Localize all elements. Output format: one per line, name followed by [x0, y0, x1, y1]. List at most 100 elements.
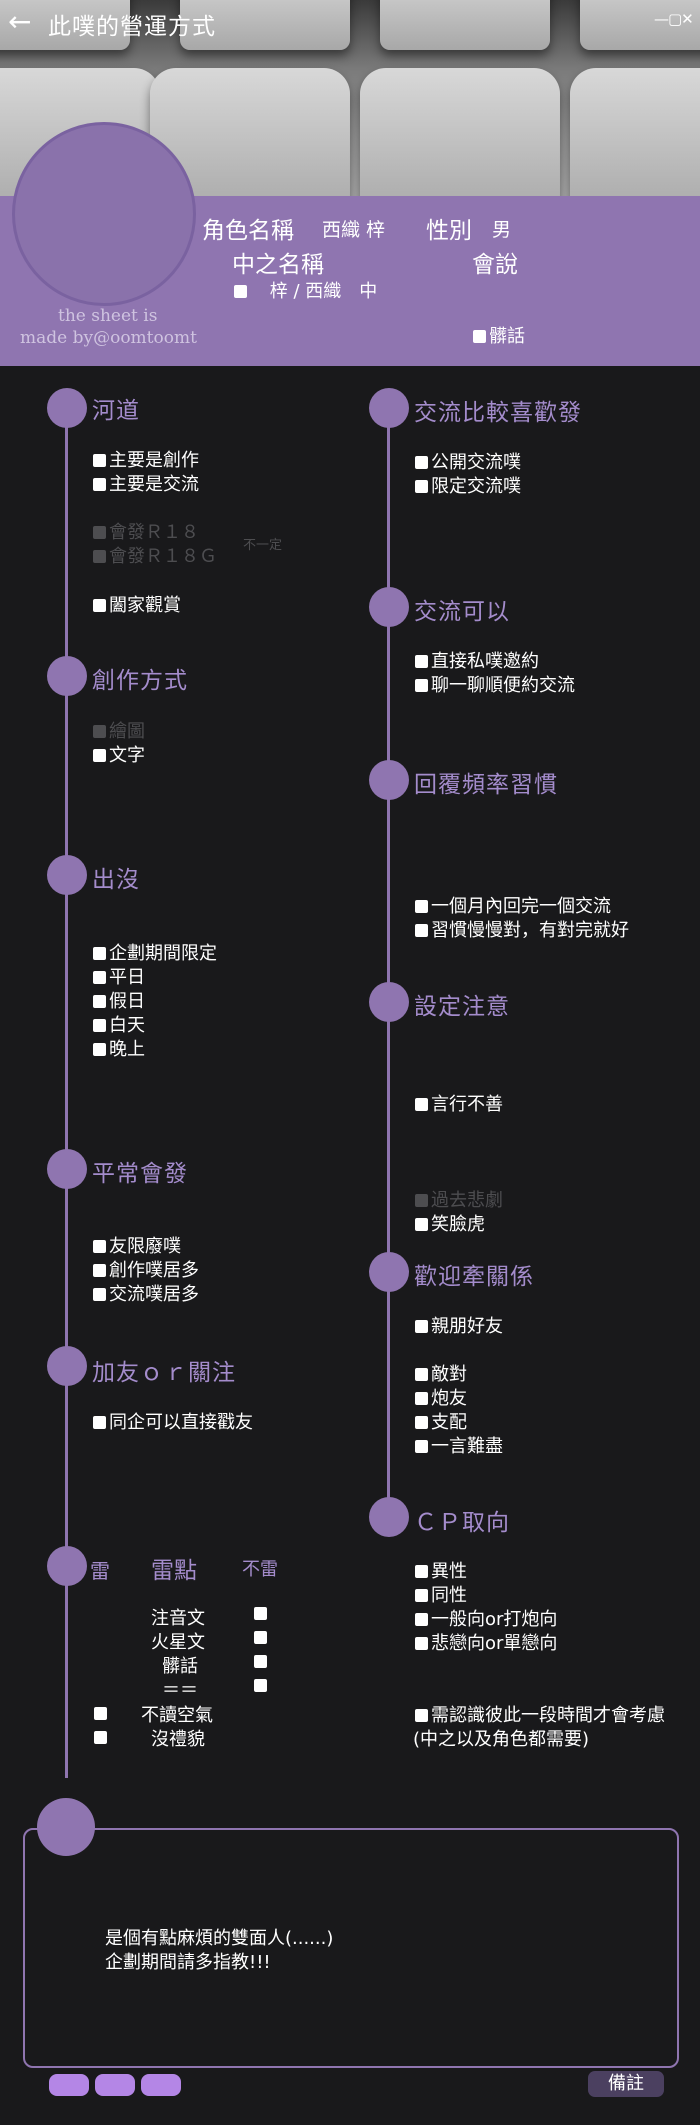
section-title-friend: 加友ｏｒ關注 — [92, 1360, 236, 1386]
checkbox[interactable] — [415, 1098, 428, 1111]
checkbox[interactable] — [93, 1240, 106, 1253]
list-item: 企劃期間限定 — [93, 939, 217, 965]
list-item-dim: 過去悲劇 — [415, 1186, 503, 1212]
checkbox[interactable] — [93, 1288, 106, 1301]
checkbox[interactable] — [415, 1392, 428, 1405]
checkbox[interactable] — [93, 971, 106, 984]
mid-name-label: 中之名稱 — [232, 252, 324, 278]
checkbox[interactable] — [93, 1043, 106, 1056]
mines-row-label: ＝＝ — [162, 1680, 198, 1701]
list-item: 言行不善 — [415, 1090, 503, 1116]
list-item: 主要是創作 — [93, 446, 199, 472]
mines-row-label: 髒話 — [162, 1656, 198, 1677]
list-item: 晚上 — [93, 1035, 145, 1061]
checkbox[interactable] — [254, 1607, 267, 1620]
checkbox[interactable] — [415, 1440, 428, 1453]
checkbox[interactable] — [93, 1264, 106, 1277]
checkbox[interactable] — [93, 749, 106, 762]
mines-row-label: 沒禮貌 — [151, 1729, 205, 1750]
checkbox[interactable] — [93, 725, 106, 738]
checkbox[interactable] — [415, 655, 428, 668]
section-node — [369, 1252, 409, 1292]
checkbox[interactable] — [93, 947, 106, 960]
checkbox[interactable] — [94, 1731, 107, 1744]
section-title-river: 河道 — [92, 398, 140, 424]
checkbox[interactable] — [93, 454, 106, 467]
section-title-usual: 平常會發 — [92, 1161, 188, 1187]
checkbox[interactable] — [415, 1218, 428, 1231]
checkbox[interactable] — [415, 1709, 428, 1722]
mines-column-points: 雷點 — [151, 1558, 197, 1584]
section-node — [369, 388, 409, 428]
checkbox[interactable] — [93, 995, 106, 1008]
credit-line-2: made by@oomtoomt — [20, 328, 197, 348]
checkbox[interactable] — [93, 1416, 106, 1429]
top-bar: ← 此噗的營運方式 —▢✕ — [0, 0, 700, 46]
section-title-appear: 出沒 — [92, 867, 140, 893]
checkbox[interactable] — [234, 285, 247, 298]
checkbox[interactable] — [415, 924, 428, 937]
list-item-dim: 會發Ｒ１８ — [93, 518, 199, 544]
section-node — [369, 982, 409, 1022]
list-item: 一般向or打炮向 — [415, 1605, 557, 1631]
checkbox[interactable] — [93, 550, 106, 563]
checkbox[interactable] — [415, 1637, 428, 1650]
gender-value: 男 — [492, 219, 512, 241]
checkbox[interactable] — [415, 900, 428, 913]
cp-note-line: (中之以及角色都需要) — [413, 1729, 590, 1750]
list-item: 平日 — [93, 963, 145, 989]
name-value: 西織 梓 — [322, 219, 386, 241]
window-controls-icon[interactable]: —▢✕ — [654, 10, 694, 28]
list-item: 同性 — [415, 1581, 467, 1607]
list-item: 支配 — [415, 1408, 467, 1434]
list-item: 親朋好友 — [415, 1312, 503, 1338]
list-item: 笑臉虎 — [415, 1210, 485, 1236]
checkbox[interactable] — [93, 599, 106, 612]
checkbox[interactable] — [415, 480, 428, 493]
not-sure-note: 不一定 — [243, 538, 283, 553]
page-tab-2[interactable] — [95, 2074, 135, 2096]
section-title-settings: 設定注意 — [414, 994, 510, 1020]
mines-row-label: 火星文 — [151, 1632, 205, 1653]
checkbox[interactable] — [415, 679, 428, 692]
list-item: 直接私噗邀約 — [415, 647, 539, 673]
section-title-mines: 雷 — [90, 1559, 110, 1583]
list-item: 闔家觀賞 — [93, 591, 181, 617]
page-tab-1[interactable] — [49, 2074, 89, 2096]
list-item: 一個月內回完一個交流 — [415, 892, 611, 918]
checkbox[interactable] — [415, 1320, 428, 1333]
list-item: 創作噗居多 — [93, 1256, 199, 1282]
checkbox[interactable] — [254, 1655, 267, 1668]
checkbox[interactable] — [94, 1707, 107, 1720]
mines-row-label: 不讀空氣 — [141, 1705, 213, 1726]
checkbox[interactable] — [415, 1565, 428, 1578]
right-timeline — [387, 408, 390, 1520]
list-item: 交流噗居多 — [93, 1280, 199, 1306]
checkbox[interactable] — [415, 456, 428, 469]
section-title-prefer: 交流比較喜歡發 — [414, 400, 582, 426]
checkbox[interactable] — [93, 1019, 106, 1032]
remark-button[interactable]: 備註 — [588, 2071, 664, 2097]
checkbox[interactable] — [415, 1194, 428, 1207]
checkbox[interactable] — [254, 1631, 267, 1644]
section-title-can: 交流可以 — [414, 599, 510, 625]
checkbox[interactable] — [254, 1679, 267, 1692]
list-item: 公開交流噗 — [415, 448, 521, 474]
checkbox[interactable] — [93, 478, 106, 491]
checkbox[interactable] — [473, 330, 486, 343]
checkbox[interactable] — [415, 1589, 428, 1602]
checkbox[interactable] — [415, 1368, 428, 1381]
section-title-relation: 歡迎牽關係 — [414, 1264, 534, 1290]
list-item: 需認識彼此一段時間才會考慮 — [415, 1701, 665, 1727]
list-item: 異性 — [415, 1557, 467, 1583]
checkbox[interactable] — [415, 1613, 428, 1626]
section-node — [47, 1546, 87, 1586]
section-node — [47, 388, 87, 428]
checkbox[interactable] — [93, 526, 106, 539]
list-item: 限定交流噗 — [415, 472, 521, 498]
page-tab-3[interactable] — [141, 2074, 181, 2096]
checkbox[interactable] — [415, 1416, 428, 1429]
back-arrow-icon[interactable]: ← — [8, 5, 32, 38]
note-line-1: 是個有點麻煩的雙面人(......) — [105, 1928, 334, 1949]
left-timeline — [65, 408, 68, 1778]
